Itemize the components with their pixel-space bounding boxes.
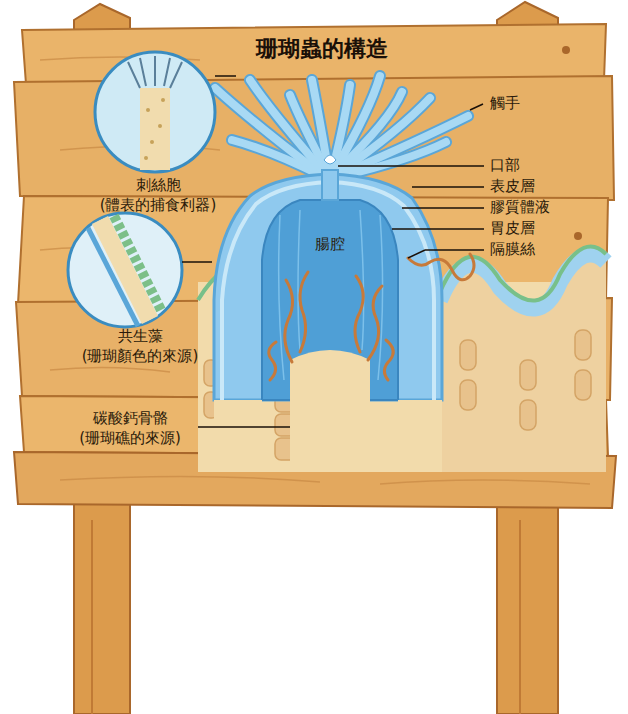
diagram-title: 珊瑚蟲的構造	[256, 36, 388, 61]
inset-note: (體表的捕食利器)	[100, 197, 217, 214]
part-note: (珊瑚礁的來源)	[79, 430, 181, 447]
inset-note: (珊瑚顏色的來源)	[82, 348, 199, 365]
part-label: 胃皮層	[490, 220, 535, 237]
part-label: 觸手	[490, 95, 520, 112]
part-label: 腸腔	[315, 236, 345, 253]
part-label: 隔膜絲	[490, 241, 535, 258]
part-label: 碳酸鈣骨骼	[93, 410, 168, 427]
inset-caption: 刺絲胞	[136, 177, 181, 194]
part-label: 膠質體液	[490, 199, 550, 216]
inset-caption: 共生藻	[118, 328, 163, 345]
part-label: 表皮層	[490, 178, 535, 195]
part-label: 口部	[490, 157, 520, 174]
